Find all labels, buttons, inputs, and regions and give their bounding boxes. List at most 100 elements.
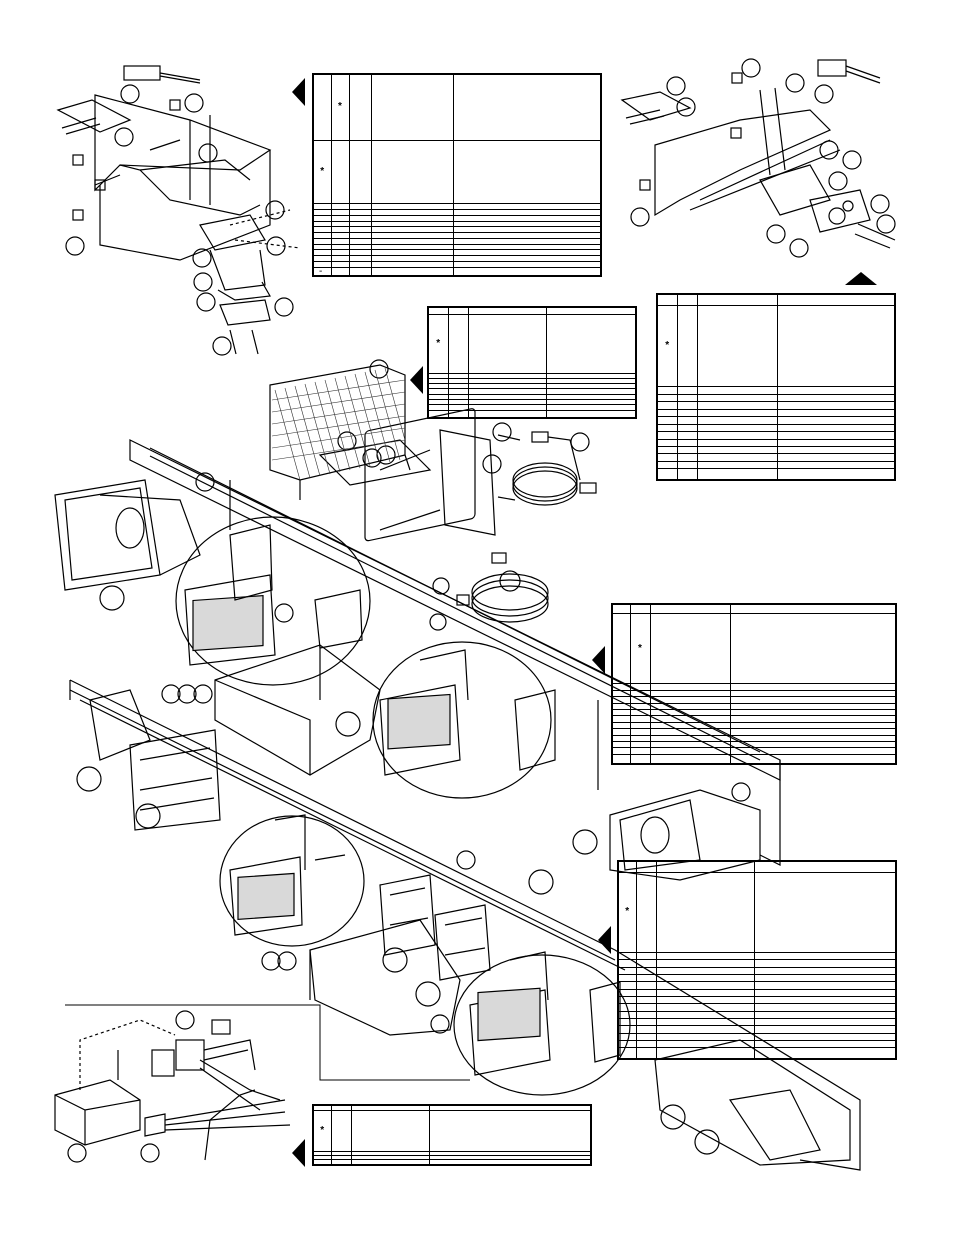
table-cell <box>655 1040 755 1049</box>
table-cell <box>617 1025 637 1034</box>
table-cell <box>655 974 755 983</box>
table-cell <box>447 314 469 374</box>
table-cell <box>617 966 637 976</box>
direction-arrows <box>292 78 877 1167</box>
table-cell <box>676 431 698 440</box>
table-cell <box>776 423 896 433</box>
top-left-assembly <box>56 65 301 356</box>
middle-assembly <box>269 359 597 542</box>
asterisk-mark: * <box>629 613 651 685</box>
table-cell <box>330 266 350 277</box>
table-cell <box>776 408 896 418</box>
table-cell <box>753 959 897 968</box>
table-cell <box>428 1110 592 1153</box>
table-cell <box>676 393 698 403</box>
table-row: * <box>617 871 897 954</box>
table-row <box>427 409 637 419</box>
table-row <box>656 431 896 440</box>
table-cell <box>617 1047 637 1060</box>
table-cell <box>753 1018 897 1027</box>
table-cell <box>350 1110 430 1153</box>
table-row: * <box>427 314 637 374</box>
table-cell <box>696 304 778 388</box>
table-cell <box>545 306 637 316</box>
table-cell <box>635 974 657 983</box>
table-cell <box>649 613 731 685</box>
table-cell <box>729 753 897 765</box>
table-cell <box>629 753 651 765</box>
table-cell <box>370 139 454 205</box>
table-cell <box>655 1010 755 1020</box>
table-cell <box>676 416 698 425</box>
table-cell <box>629 603 651 615</box>
parts-table-right-upper: * <box>611 603 897 765</box>
table-cell <box>635 1025 657 1034</box>
table-cell <box>452 139 602 205</box>
table-row <box>656 423 896 433</box>
table-row <box>611 753 897 765</box>
table-cell <box>617 952 637 961</box>
table-row <box>617 1025 897 1034</box>
table-row <box>617 860 897 873</box>
table-cell <box>696 293 778 306</box>
table-cell <box>676 468 698 481</box>
table-cell <box>753 1032 897 1042</box>
table-cell <box>348 266 372 277</box>
dash-mark: - <box>319 266 323 277</box>
asterisk-mark: * <box>312 1110 332 1153</box>
table-cell <box>617 996 637 1005</box>
table-cell <box>452 266 602 277</box>
table-row: * <box>312 73 602 141</box>
table-row <box>656 438 896 448</box>
top-right-assembly <box>620 58 896 258</box>
asterisk-mark: * <box>330 73 350 141</box>
table-cell <box>617 860 637 873</box>
table-cell <box>696 423 778 433</box>
table-cell <box>656 386 678 395</box>
table-row: * <box>611 613 897 685</box>
table-cell <box>428 1158 592 1166</box>
table-cell <box>635 1032 657 1042</box>
table-cell <box>656 416 678 425</box>
table-cell <box>676 460 698 470</box>
table-cell <box>696 408 778 418</box>
arrow-left-icon <box>410 366 423 394</box>
table-cell <box>776 401 896 410</box>
table-cell <box>655 1032 755 1042</box>
table-cell <box>656 453 678 462</box>
table-cell <box>649 603 731 615</box>
table-cell <box>696 468 778 481</box>
table-cell <box>350 1158 430 1166</box>
table-cell <box>617 959 637 968</box>
table-row <box>617 974 897 983</box>
table-row <box>617 959 897 968</box>
table-cell <box>656 293 678 306</box>
table-cell <box>635 952 657 961</box>
table-cell <box>330 1110 352 1153</box>
parts-table-bottom: * <box>312 1104 592 1166</box>
table-cell <box>635 996 657 1005</box>
lower-lightbar <box>69 679 861 1171</box>
parts-table-middle: * <box>427 306 637 419</box>
table-cell <box>467 409 547 419</box>
table-cell <box>655 860 755 873</box>
table-cell <box>635 981 657 990</box>
table-cell <box>729 603 897 615</box>
table-cell <box>676 453 698 462</box>
table-row <box>656 401 896 410</box>
table-row <box>656 468 896 481</box>
table-row <box>656 393 896 403</box>
table-cell <box>635 1018 657 1027</box>
table-cell <box>656 408 678 418</box>
table-cell <box>776 438 896 448</box>
table-cell <box>776 304 896 388</box>
table-cell <box>656 468 678 481</box>
table-cell <box>656 393 678 403</box>
table-row <box>656 460 896 470</box>
arrow-up-icon <box>845 272 877 285</box>
table-cell <box>655 966 755 976</box>
table-cell <box>696 386 778 395</box>
table-row <box>617 988 897 998</box>
table-cell <box>545 404 637 411</box>
